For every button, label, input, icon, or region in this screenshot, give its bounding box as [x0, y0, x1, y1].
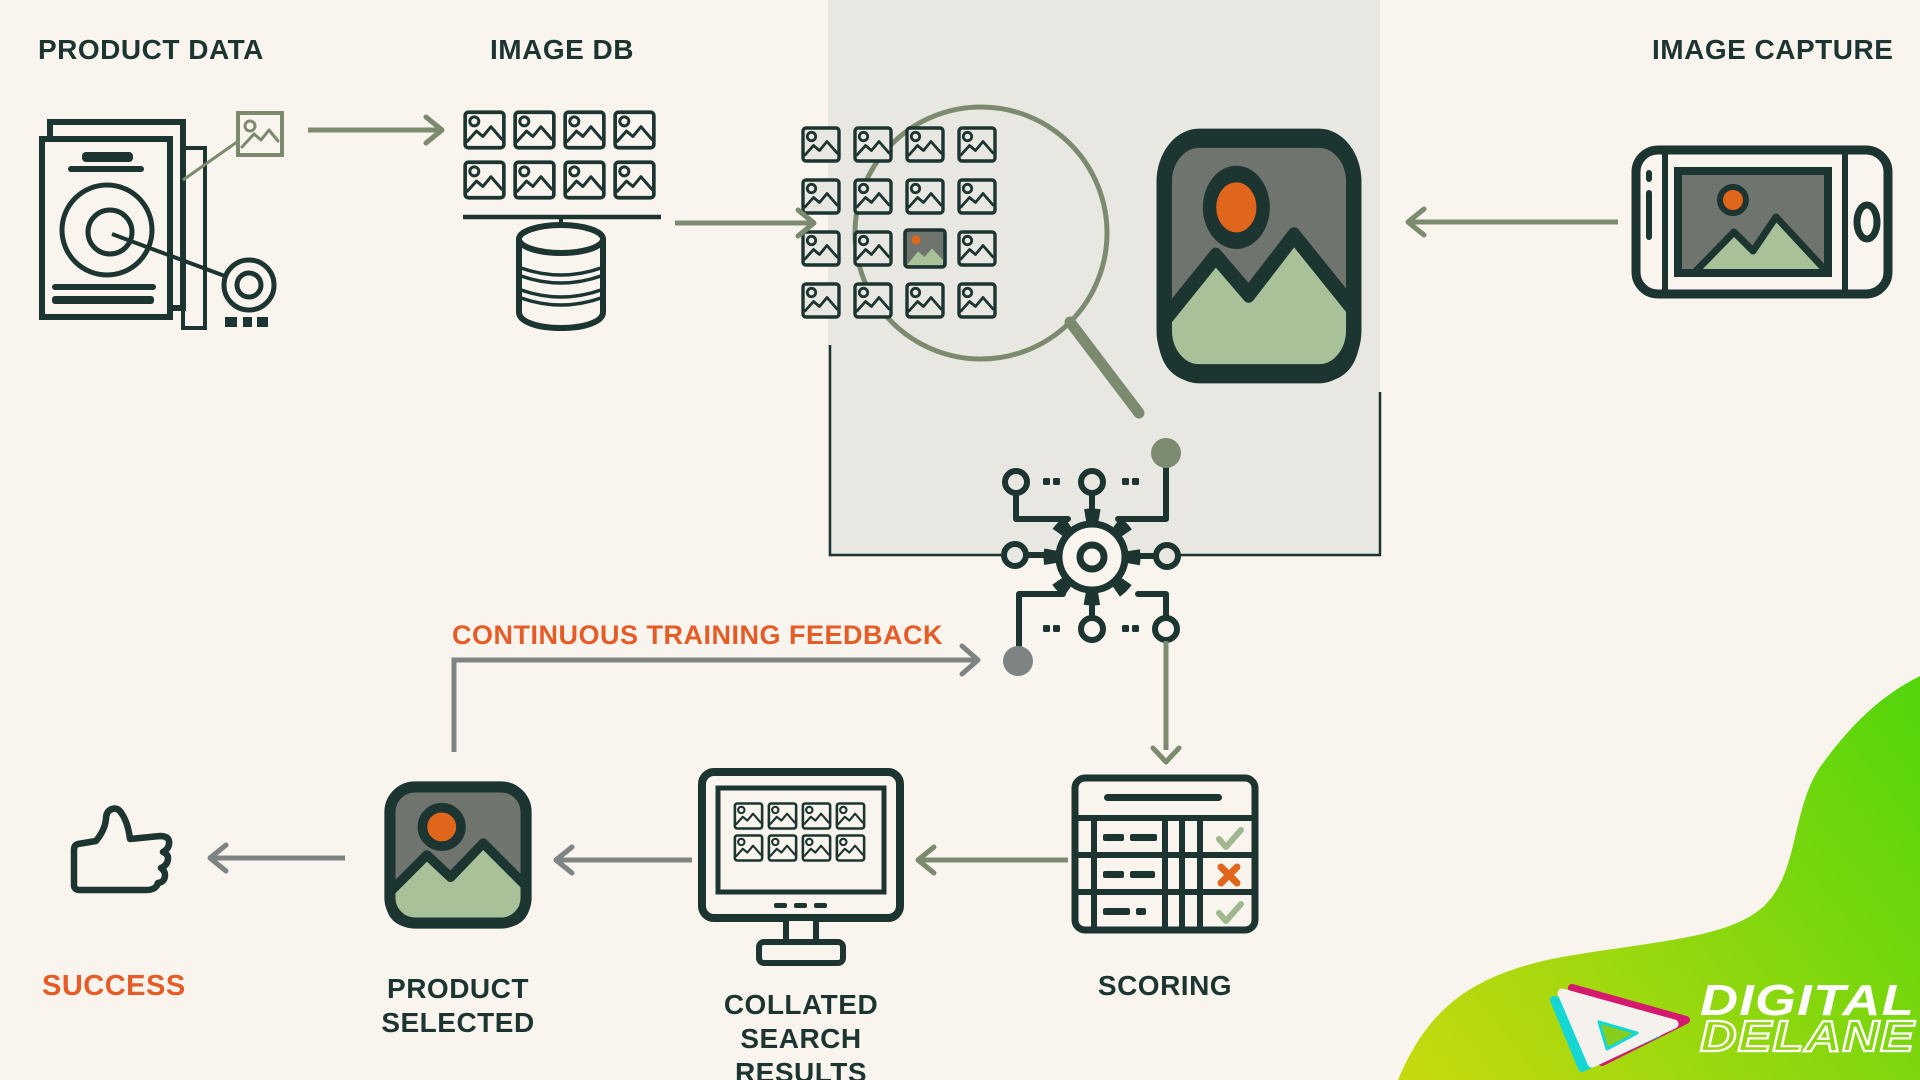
- scoring-label: SCORING: [1097, 970, 1233, 1001]
- matched-thumbnail-icon: [903, 228, 947, 269]
- digital-delane-logo-icon: [1550, 984, 1690, 1072]
- collated-line1: COLLATED: [723, 989, 879, 1020]
- check-icon: [1216, 901, 1244, 924]
- feedback-label: CONTINUOUS TRAINING FEEDBACK: [452, 620, 943, 650]
- product-data-label: PRODUCT DATA: [38, 34, 264, 65]
- product-selected-label: PRODUCT SELECTED: [374, 972, 542, 1040]
- brand-corner: DIGITAL DELANE: [1398, 676, 1920, 1080]
- logo-wordmark-line2: DELANE: [1700, 1012, 1916, 1061]
- network-node-filled-green: [1151, 438, 1181, 468]
- feedback-connector: [451, 657, 974, 752]
- x-mark-icon: [1217, 863, 1241, 887]
- thumbnail-grid-candidates: [801, 126, 997, 319]
- collated-search-results-label: COLLATED SEARCH RESULTS: [700, 988, 902, 1080]
- check-icon: [1216, 827, 1244, 850]
- thumbnail-grid-database-icon: [463, 110, 661, 332]
- document-stack-icon: [39, 111, 284, 330]
- gear-icon: [1043, 508, 1141, 606]
- gear-network-icon: [1001, 438, 1181, 676]
- product-selected-line1: PRODUCT: [387, 973, 529, 1004]
- monitor-thumbnails-icon: [698, 768, 904, 966]
- query-photo-icon: [1164, 138, 1354, 374]
- smartphone-photo-icon: [1631, 145, 1893, 299]
- image-chip-icon: [236, 111, 284, 157]
- network-node-filled-gray: [1003, 646, 1033, 676]
- connectors: [207, 114, 1618, 876]
- thumbs-up-icon: [70, 805, 173, 894]
- collated-line3: RESULTS: [734, 1057, 868, 1080]
- success-label: SUCCESS: [42, 970, 186, 1002]
- image-db-label: IMAGE DB: [490, 34, 634, 65]
- magnifier-icon: [852, 104, 1145, 419]
- product-selected-line2: SELECTED: [381, 1007, 535, 1038]
- database-cylinder-icon: [516, 222, 606, 332]
- green-blob-shape: [1398, 676, 1920, 1080]
- selected-product-photo-icon: [390, 787, 526, 923]
- logo-wordmark-line1: DIGITAL: [1700, 976, 1915, 1025]
- scorecard-icon: [1071, 774, 1259, 934]
- image-capture-label: IMAGE CAPTURE: [1652, 34, 1894, 65]
- collated-line2: SEARCH: [740, 1023, 862, 1054]
